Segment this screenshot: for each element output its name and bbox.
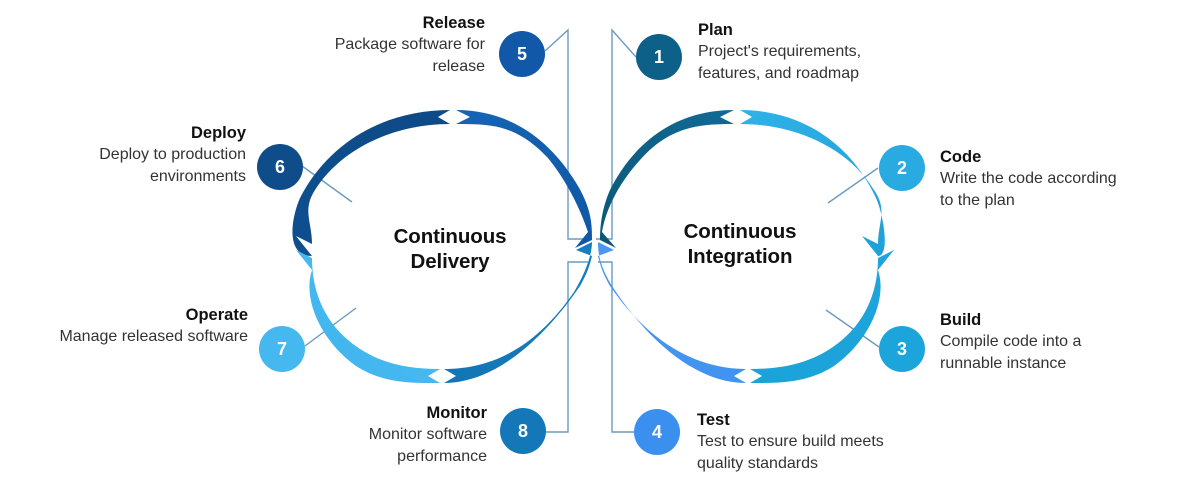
arc-segment-operate	[296, 250, 440, 384]
step-desc-5-line2: release	[432, 58, 485, 75]
right-loop-label-line2: Integration	[687, 245, 793, 268]
connector-line-3	[825, 309, 880, 348]
step-title-3: Build	[940, 311, 982, 329]
step-title-5: Release	[422, 14, 485, 32]
step-desc-1-line1: Project's requirements,	[698, 43, 862, 60]
step-desc-6-line2: environments	[149, 168, 246, 185]
step-text-test: Test Test to ensure build meets quality …	[697, 410, 967, 474]
step-badge-1[interactable]: 1	[636, 34, 682, 80]
step-title-1: Plan	[698, 21, 733, 39]
connector-line-8	[546, 261, 588, 433]
step-text-release: Release Package software for release	[220, 13, 485, 77]
step-badge-number-8: 8	[517, 420, 528, 441]
right-loop-label-line1: Continuous	[683, 220, 797, 243]
arc-segment-build	[750, 250, 894, 384]
step-badge-6[interactable]: 6	[257, 144, 303, 190]
arc-segment-plan	[600, 110, 734, 248]
step-desc-5-line1: Package software for	[334, 36, 485, 53]
step-text-code: Code Write the code according to the pla…	[940, 147, 1177, 211]
step-desc-4-line1: Test to ensure build meets	[697, 433, 884, 450]
step-desc-3-line1: Compile code into a	[940, 333, 1082, 350]
step-badge-number-6: 6	[274, 156, 285, 177]
step-desc-2-line1: Write the code according	[940, 170, 1117, 187]
step-badge-8[interactable]: 8	[500, 408, 546, 454]
step-desc-4-line2: quality standards	[697, 455, 818, 472]
step-desc-6-line1: Deploy to production	[99, 146, 246, 163]
step-badge-5[interactable]: 5	[499, 31, 545, 77]
step-text-monitor: Monitor Monitor software performance	[225, 403, 487, 467]
step-desc-2-line2: to the plan	[940, 192, 1015, 209]
step-badge-3[interactable]: 3	[879, 326, 925, 372]
step-badge-number-3: 3	[896, 338, 907, 359]
step-desc-8-line1: Monitor software	[368, 426, 487, 443]
left-loop-label-line1: Continuous	[393, 225, 507, 248]
connector-line-6	[301, 165, 353, 203]
step-title-2: Code	[940, 148, 982, 166]
step-badge-number-2: 2	[896, 157, 907, 178]
step-badge-number-7: 7	[276, 338, 287, 359]
step-title-6: Deploy	[190, 124, 246, 142]
step-text-build: Build Compile code into a runnable insta…	[940, 310, 1175, 374]
step-title-8: Monitor	[426, 404, 487, 422]
arc-segment-deploy	[292, 110, 450, 256]
arc-segment-monitor	[444, 242, 592, 383]
step-text-deploy: Deploy Deploy to production environments	[10, 123, 246, 187]
left-loop-label-line2: Delivery	[410, 250, 490, 273]
step-badge-number-4: 4	[651, 421, 662, 442]
step-badge-2[interactable]: 2	[879, 145, 925, 191]
step-text-operate: Operate Manage released software	[0, 305, 248, 347]
right-loop-label: Continuous Integration	[630, 219, 850, 269]
step-title-4: Test	[697, 411, 730, 429]
step-badge-7[interactable]: 7	[259, 326, 305, 372]
connector-line-2	[827, 167, 879, 204]
step-badge-number-5: 5	[516, 43, 527, 64]
step-badge-4[interactable]: 4	[634, 409, 680, 455]
step-title-7: Operate	[185, 306, 248, 324]
step-badge-number-1: 1	[653, 46, 664, 67]
arc-segment-code	[740, 110, 885, 256]
left-loop-label: Continuous Delivery	[340, 224, 560, 274]
step-desc-7-line1: Manage released software	[59, 328, 248, 345]
arc-segment-release	[456, 110, 592, 248]
connector-line-1	[596, 28, 637, 240]
step-desc-3-line2: runnable instance	[940, 355, 1067, 372]
connector-line-4	[598, 261, 635, 433]
connector-line-5	[544, 28, 588, 240]
step-desc-1-line2: features, and roadmap	[698, 65, 859, 82]
step-text-plan: Plan Project's requirements, features, a…	[698, 20, 968, 84]
step-desc-8-line2: performance	[397, 448, 487, 465]
arc-segment-test	[598, 242, 746, 383]
